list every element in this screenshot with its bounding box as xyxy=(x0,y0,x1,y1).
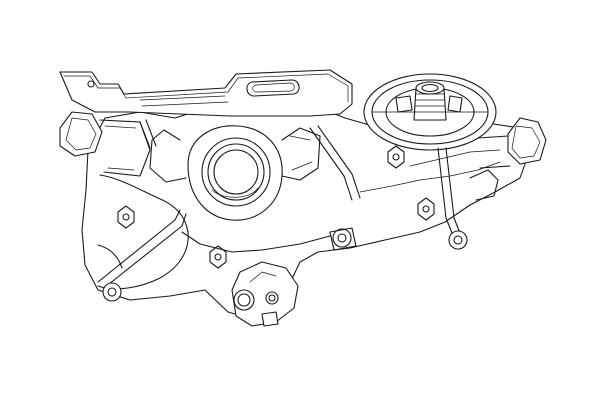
rod-eyes xyxy=(102,227,468,302)
lower-body-contour xyxy=(181,231,331,253)
right-body-seam xyxy=(409,149,501,167)
left-housing-contour xyxy=(97,174,189,290)
right-bolt-boss xyxy=(477,117,547,169)
threaded-fitting xyxy=(395,81,463,121)
lower-mounting-lug xyxy=(231,261,299,327)
left-bolt-boss xyxy=(59,111,151,177)
bracket-slot-inner xyxy=(252,82,295,93)
left-lower-contour xyxy=(97,244,123,269)
hex-nuts xyxy=(117,145,435,269)
bracket-hole xyxy=(87,80,95,88)
lower-body-seam xyxy=(359,161,501,193)
right-boss xyxy=(469,169,499,201)
bore-rib-right xyxy=(281,127,321,181)
central-bore xyxy=(187,125,283,221)
bore-rib-lines xyxy=(289,135,313,171)
bracket-slot xyxy=(246,79,300,97)
bracket-rib xyxy=(139,95,229,107)
bore-rib-left xyxy=(149,129,187,183)
